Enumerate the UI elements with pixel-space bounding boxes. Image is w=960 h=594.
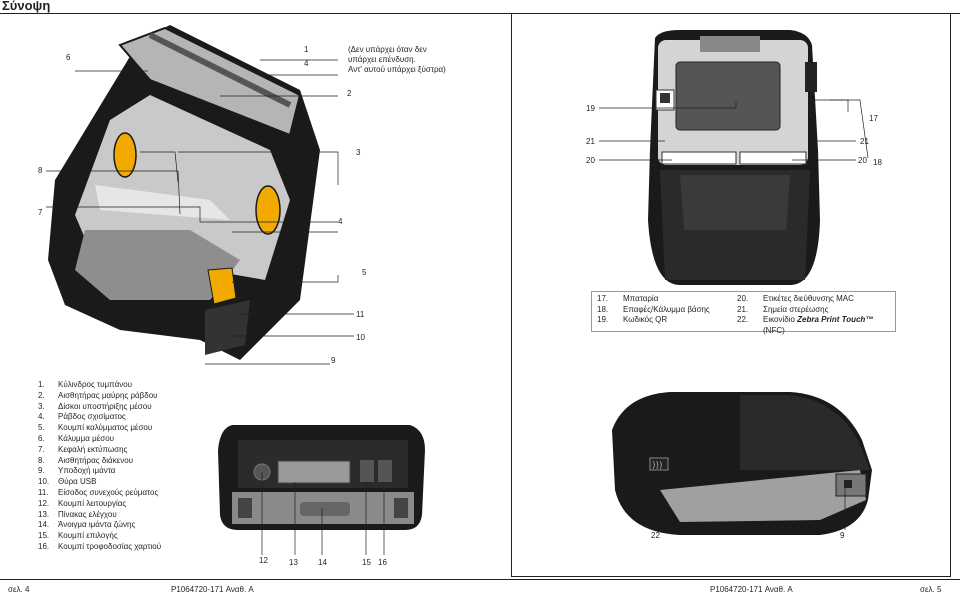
list-item: 1.Κύλινδρος τυμπάνου bbox=[38, 380, 133, 389]
callout-2: 2 bbox=[347, 89, 352, 98]
list-item: 11.Είσοδος συνεχούς ρεύματος bbox=[38, 487, 159, 497]
list-item: 10.Θύρα USB bbox=[38, 477, 97, 487]
list-item: 16.Κουμπί τροφοδοσίας χαρτιού bbox=[38, 541, 162, 551]
callout-9: 9 bbox=[331, 356, 336, 365]
callout-8: 8 bbox=[38, 166, 43, 175]
footer-right-doc: P1064720-171 Αναθ. A bbox=[710, 585, 793, 594]
callout-1: 1 bbox=[304, 45, 309, 54]
callout-note-line-2: υπάρχει επένδυση. bbox=[348, 55, 416, 64]
callout-6: 6 bbox=[66, 53, 71, 62]
list-item: 4.Ράβδος σχισίματος bbox=[38, 412, 126, 422]
callout-22: 22 bbox=[651, 531, 660, 540]
callout-20a: 20 bbox=[586, 156, 595, 165]
list-item: 2.Αισθητήρας μαύρης ράβδου bbox=[38, 390, 158, 400]
callout-4: 4 bbox=[338, 217, 343, 226]
list-item: 9.Υποδοχή ιμάντα bbox=[38, 466, 116, 476]
callout-9-side: 9 bbox=[840, 531, 845, 540]
list-item: 13.Πίνακας ελέγχου bbox=[38, 509, 117, 519]
callout-16: 16 bbox=[378, 558, 387, 567]
callout-3: 3 bbox=[356, 148, 361, 157]
callout-19: 19 bbox=[586, 104, 595, 113]
callout-18: 18 bbox=[873, 158, 882, 167]
list-item: 5.Κουμπί καλύμματος μέσου bbox=[38, 423, 153, 433]
title-rule bbox=[0, 13, 960, 14]
footer-right-page: σελ. 5 bbox=[920, 585, 942, 594]
footer-rule bbox=[0, 579, 960, 580]
list-item: 7.Κεφαλή εκτύπωσης bbox=[38, 444, 128, 454]
footer-left-page: σελ. 4 bbox=[8, 585, 30, 594]
right-panel-frame bbox=[511, 13, 951, 577]
callout-21a: 21 bbox=[586, 137, 595, 146]
list-item: 12.Κουμπί λειτουργίας bbox=[38, 498, 127, 508]
callout-note-line-1: (Δεν υπάρχει όταν δεν bbox=[348, 45, 427, 54]
mac-label-text: XXXXXXXXXXXXXXX bbox=[676, 165, 717, 170]
callout-note-line-3: Αντ' αυτού υπάρχει ξύστρα) bbox=[348, 65, 446, 74]
callout-5: 5 bbox=[362, 268, 367, 277]
svg-text:))): ))) bbox=[652, 461, 663, 471]
callout-7: 7 bbox=[38, 208, 43, 217]
parts-list: 1.Κύλινδρος τυμπάνου 2.Αισθητήρας μαύρης… bbox=[38, 380, 161, 553]
list-item: 14.Άνοιγμα ιμάντα ζώνης bbox=[38, 520, 136, 530]
callout-14: 14 bbox=[318, 558, 327, 567]
callout-10: 10 bbox=[356, 333, 365, 342]
callout-13: 13 bbox=[289, 558, 298, 567]
footer-left-doc: P1064720-171 Αναθ. A bbox=[171, 585, 254, 594]
callout-15: 15 bbox=[362, 558, 371, 567]
callout-4a: 4 bbox=[304, 59, 309, 68]
parts-table bbox=[591, 291, 896, 332]
list-item: 6.Κάλυμμα μέσου bbox=[38, 433, 115, 443]
callout-11: 11 bbox=[356, 310, 365, 319]
callout-17: 17 bbox=[869, 114, 878, 123]
list-item: 8.Αισθητήρας διάκενου bbox=[38, 455, 134, 465]
list-item: 3.Δίσκοι υποστήριξης μέσου bbox=[38, 401, 152, 411]
callout-20b: 20 bbox=[858, 156, 867, 165]
list-item: 15.Κουμπί επιλογής bbox=[38, 531, 118, 541]
page-title: Σύνοψη bbox=[2, 0, 51, 13]
callout-21b: 21 bbox=[860, 137, 869, 146]
callout-12: 12 bbox=[259, 556, 268, 565]
